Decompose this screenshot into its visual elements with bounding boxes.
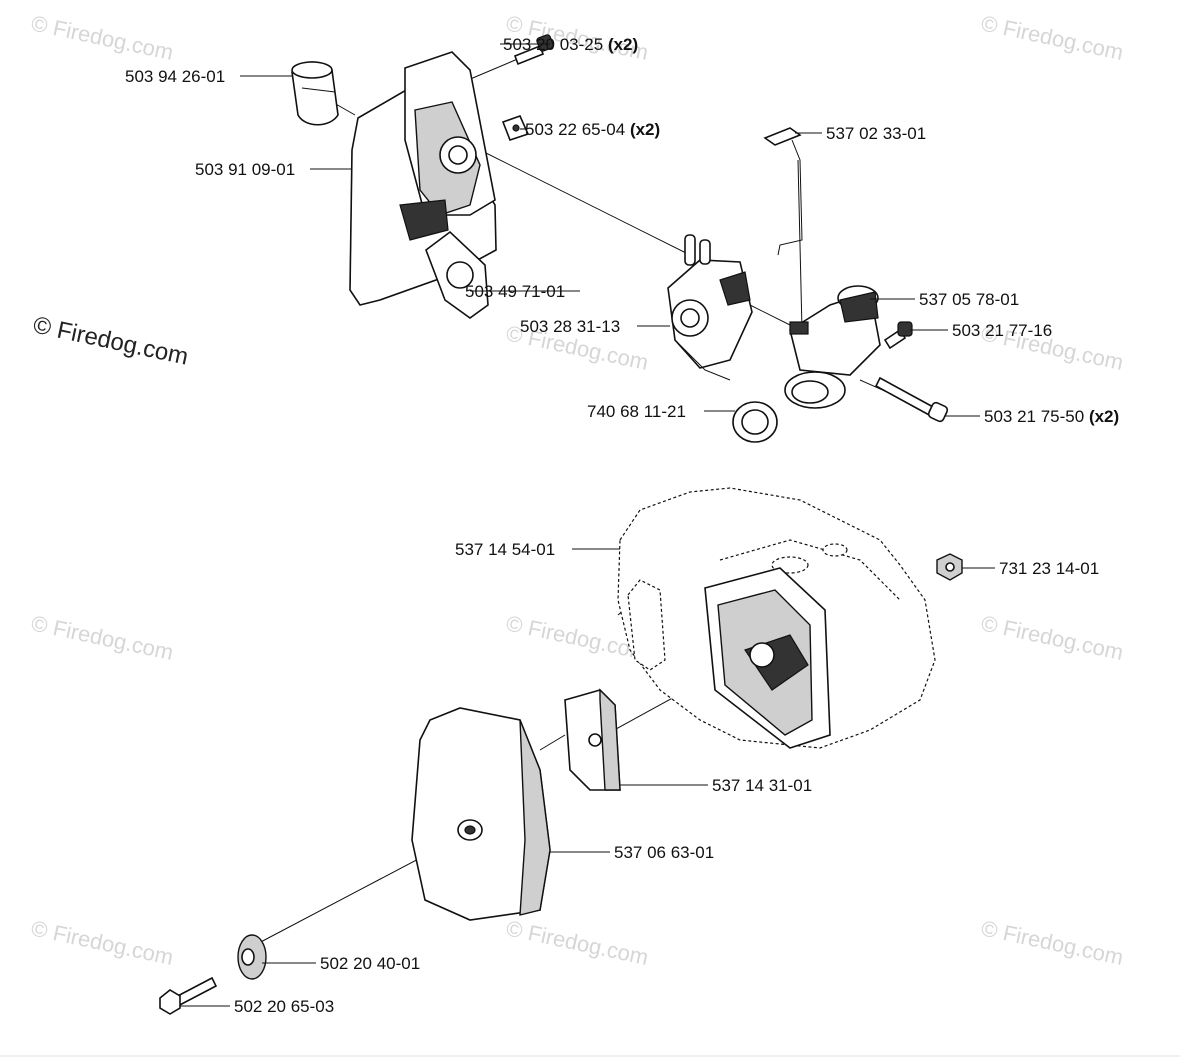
- throttle-rod-537-02-33-01: [763, 127, 803, 331]
- knob-502-20-40-01: [237, 934, 267, 980]
- part-label-503-22-65-04: 503 22 65-04 (x2): [525, 120, 660, 139]
- part-label-503-94-26-01: 503 94 26-01: [125, 67, 225, 86]
- watermark-bottom-left: © Firedog.com: [29, 915, 176, 970]
- part-label-503-91-09-01: 503 91 09-01: [195, 160, 295, 179]
- housing-537-14-54-01: [617, 487, 936, 749]
- intake-adapter-537-05-78-01: [784, 285, 881, 409]
- carburetor-503-28-31-13: [667, 234, 753, 381]
- part-label-537-02-33-01: 537 02 33-01: [826, 124, 926, 143]
- part-label-503-49-71-01: 503 49 71-01: [465, 282, 565, 301]
- watermark-bottom-right: © Firedog.com: [979, 915, 1126, 970]
- part-label-503-21-75-50: 503 21 75-50 (x2): [984, 407, 1119, 426]
- part-label-537-14-54-01: 537 14 54-01: [455, 540, 555, 559]
- part-label-503-28-31-13: 503 28 31-13: [520, 317, 620, 336]
- watermark-layer: © Firedog.com © Firedog.com © Firedog.co…: [29, 10, 1126, 970]
- elbow-503-94-26-01: [291, 61, 339, 126]
- part-label-537-14-31-01: 537 14 31-01: [712, 776, 812, 795]
- part-label-537-06-63-01: 537 06 63-01: [614, 843, 714, 862]
- nut-731-23-14-01: [936, 553, 963, 581]
- filter-housing: [349, 51, 497, 306]
- part-label-731-23-14-01: 731 23 14-01: [999, 559, 1099, 578]
- part-label-502-20-65-03: 502 20 65-03: [234, 997, 334, 1016]
- nut-503-22-65-04: [501, 114, 530, 141]
- watermark-top-left: © Firedog.com: [29, 10, 176, 65]
- watermark-lower-right: © Firedog.com: [979, 610, 1126, 665]
- part-label-503-20-03-25: 503 20 03-25 (x2): [503, 35, 638, 54]
- part-label-503-21-77-16: 503 21 77-16: [952, 321, 1052, 340]
- part-label-502-20-40-01: 502 20 40-01: [320, 954, 420, 973]
- filter-537-14-31-01: [564, 688, 621, 791]
- part-label-740-68-11-21: 740 68 11-21: [587, 402, 686, 421]
- screw-503-21-77-16: [883, 321, 913, 350]
- ring-740-68-11-21: [732, 401, 778, 443]
- screw-503-21-75-50: [874, 376, 949, 423]
- gasket-503-49-71-01: [425, 230, 489, 319]
- bolt-502-20-65-03: [159, 976, 218, 1015]
- watermark-main: © Firedog.com: [31, 311, 191, 370]
- watermark-bottom-center: © Firedog.com: [504, 915, 651, 970]
- screw-503-20-03-25: [513, 34, 554, 66]
- callouts: 503 20 03-25 (x2) 503 94 26-01 503 22 65…: [125, 35, 1119, 1016]
- part-label-537-05-78-01: 537 05 78-01: [919, 290, 1019, 309]
- watermark-lower-left: © Firedog.com: [29, 610, 176, 665]
- cover-537-06-63-01: [411, 707, 551, 921]
- watermark-top-right: © Firedog.com: [979, 10, 1126, 65]
